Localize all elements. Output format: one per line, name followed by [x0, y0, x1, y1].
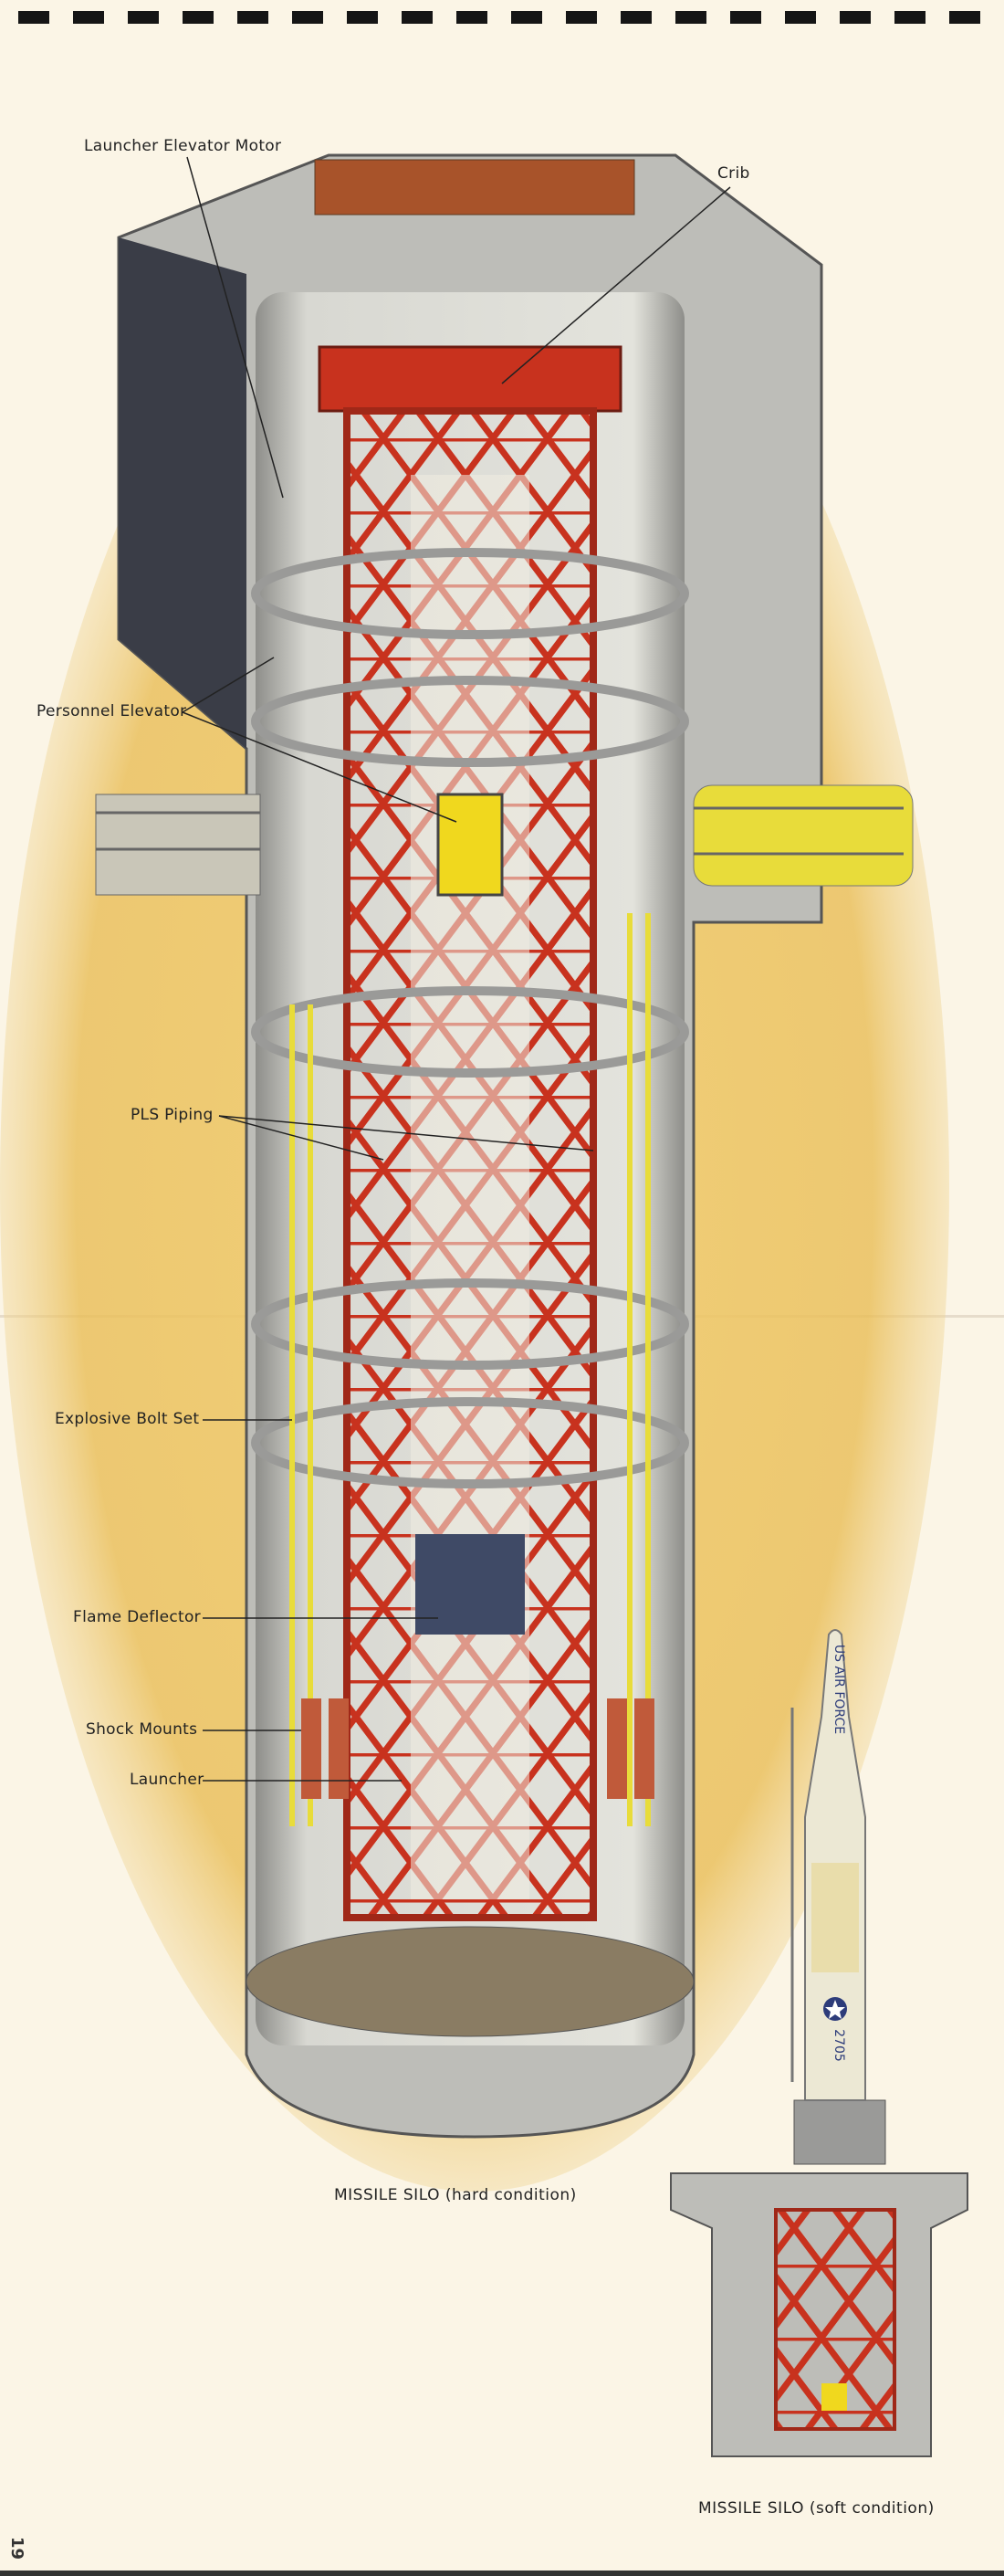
yellow-ladders — [289, 913, 651, 1826]
label-launcher-elevator-motor: Launcher Elevator Motor — [84, 137, 282, 155]
shock-mount-cylinders — [301, 1698, 654, 1799]
label-pls-piping: PLS Piping — [131, 1106, 214, 1124]
caption-soft-condition: MISSILE SILO (soft condition) — [698, 2499, 935, 2518]
launcher-crib-frame — [318, 345, 622, 1921]
label-explosive-bolt-set: Explosive Bolt Set — [55, 1410, 200, 1428]
page-edge — [0, 2571, 1004, 2576]
side-piping — [95, 784, 914, 896]
label-crib: Crib — [717, 164, 750, 183]
caption-hard-condition: MISSILE SILO (hard condition) — [334, 2186, 577, 2204]
personnel-elevator-car — [436, 793, 504, 897]
missile-service-marking: US AIR FORCE — [831, 1645, 846, 1734]
leader-lines — [182, 156, 731, 1782]
page-number: 19 — [7, 2536, 27, 2560]
spiral-binding — [0, 7, 1004, 27]
silo-floor — [246, 1926, 695, 2037]
flame-deflector-shape — [415, 1534, 525, 1635]
label-launcher: Launcher — [130, 1771, 204, 1789]
label-flame-deflector: Flame Deflector — [73, 1608, 201, 1626]
soft-condition-silo — [670, 2099, 968, 2457]
label-personnel-elevator: Personnel Elevator — [37, 702, 187, 720]
ring-platforms — [251, 548, 689, 1488]
missile-serial-marking: 2705 — [831, 2029, 846, 2062]
label-shock-mounts: Shock Mounts — [86, 1720, 198, 1739]
atlas-missile: US AIR FORCE 2705 — [790, 1629, 866, 2101]
